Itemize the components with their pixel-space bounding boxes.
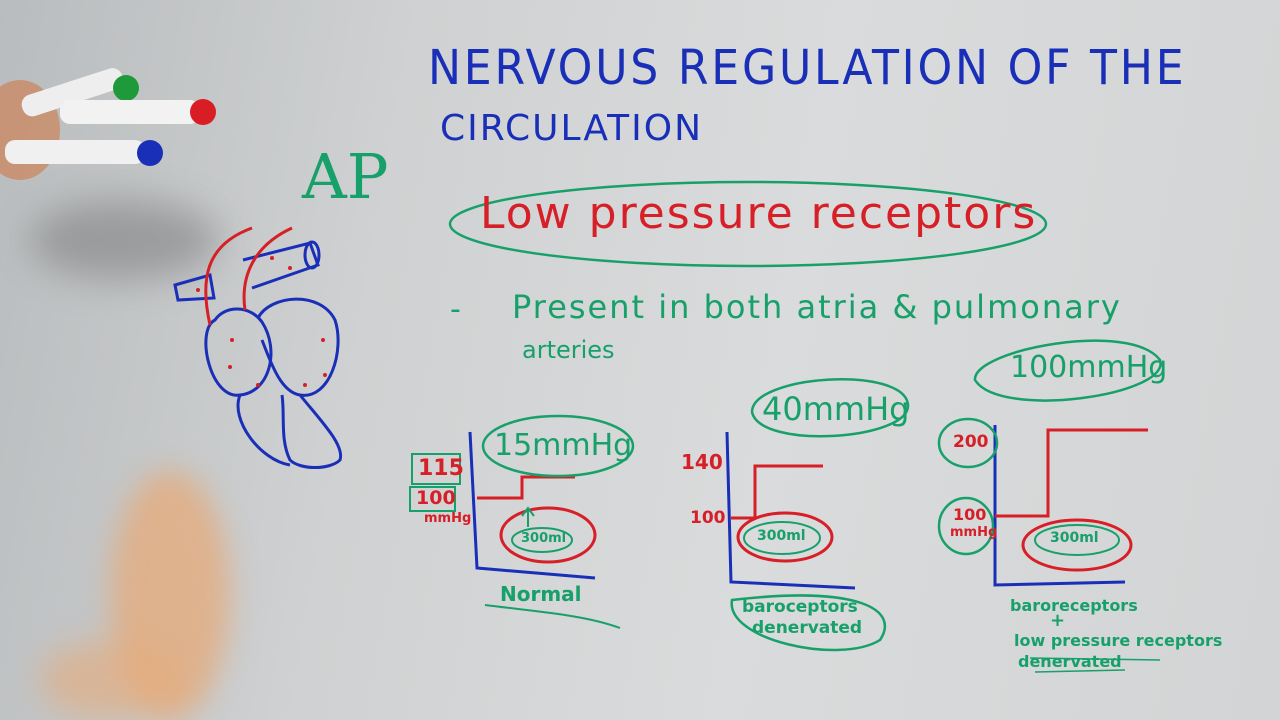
graph1-caption: Normal	[500, 582, 582, 606]
green-marker-cap	[113, 75, 139, 101]
graph1-pressure-change: 15mmHg	[494, 428, 633, 463]
graph2-caption-line1: baroceptors	[742, 597, 858, 617]
graph-normal	[409, 414, 635, 629]
page-title-line2: CIRCULATION	[440, 108, 704, 149]
graph-baroceptors-denervated	[725, 378, 910, 652]
graph3-y-high: 200	[953, 432, 989, 452]
graph-both-denervated	[937, 339, 1162, 673]
graph2-caption-line2: denervated	[752, 618, 863, 638]
bullet-line1: Present in both atria & pulmonary	[512, 288, 1122, 326]
graph2-y-high: 140	[681, 450, 723, 474]
heart-sketch	[173, 226, 343, 469]
graph3-volume: 300ml	[1050, 530, 1099, 546]
graph1-y-unit: mmHg	[424, 511, 472, 526]
graph3-caption-line1: baroreceptors	[1010, 596, 1138, 615]
graph2-volume: 300ml	[757, 528, 806, 544]
graph1-volume: 300ml	[521, 531, 567, 546]
graph3-y-unit: mmHg	[950, 525, 998, 540]
markers-in-hand	[0, 68, 216, 180]
ap-label: AP	[302, 140, 389, 213]
page-title-line1: NERVOUS REGULATION OF THE	[428, 40, 1187, 96]
graph3-caption-line2: low pressure receptors	[1014, 631, 1223, 650]
bullet-dash: -	[450, 292, 461, 327]
topic-heading: Low pressure receptors	[480, 188, 1038, 239]
topic-bubble	[448, 180, 1048, 268]
graph3-caption-plus: +	[1050, 610, 1066, 631]
graph3-y-low: 100	[953, 505, 987, 524]
graph2-pressure-change: 40mmHg	[762, 390, 910, 428]
graph2-y-low: 100	[690, 508, 726, 528]
bullet-line2: arteries	[522, 336, 615, 364]
graph3-caption-line3: denervated	[1018, 652, 1122, 671]
marker-shadow	[30, 200, 220, 280]
hand-blur-lower	[40, 640, 180, 720]
blue-marker-cap	[137, 140, 163, 166]
graph1-y-high: 115	[418, 456, 464, 481]
red-marker-cap	[190, 99, 216, 125]
graph1-y-low: 100	[416, 487, 456, 509]
graph3-pressure-change: 100mmHg	[1010, 350, 1168, 385]
